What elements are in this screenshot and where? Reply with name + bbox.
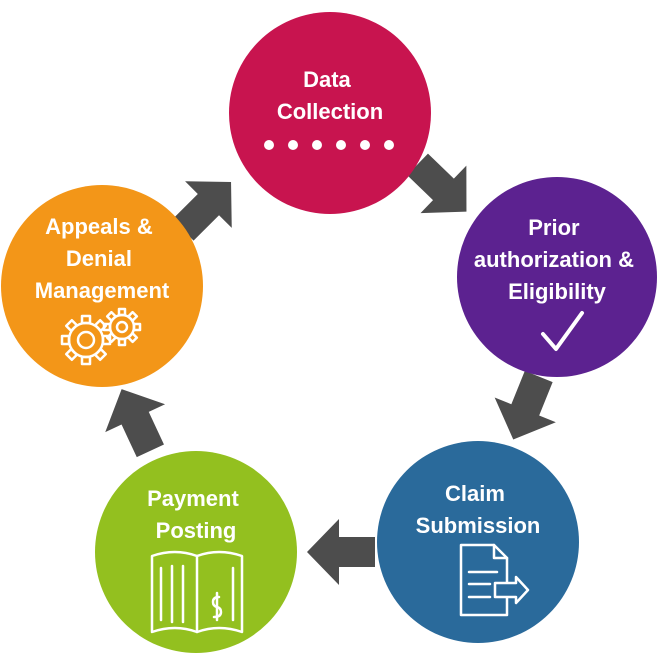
node-claim-submission: Claim Submission (377, 441, 579, 643)
node-appeals-denial: Appeals & Denial Management (1, 185, 203, 387)
check-icon (541, 311, 584, 351)
document-arrow-icon (459, 543, 530, 617)
node-label-line: Data (303, 67, 351, 92)
node-label-line: Submission (416, 513, 541, 538)
node-circle (1, 185, 203, 387)
node-label-line: Appeals & (45, 214, 153, 239)
node-data-collection: Data Collection (229, 12, 431, 214)
gears-icon (60, 307, 142, 366)
svg-text:Claim Submission: Claim Submission (416, 481, 541, 538)
node-label-line: Management (35, 278, 170, 303)
svg-text:Appeals & Denial M: Appeals & Denial Management (35, 214, 170, 303)
node-circle (229, 12, 431, 214)
node-label-line: Collection (277, 99, 383, 124)
arrow-payment-to-appeals (91, 375, 181, 465)
node-label-line: authorization & (474, 247, 634, 272)
node-label-line: Denial (66, 246, 132, 271)
node-circle (457, 177, 657, 377)
node-payment-posting: Payment Posting (95, 451, 297, 653)
node-label-line: Eligibility (508, 279, 607, 304)
node-circle (95, 451, 297, 653)
node-label-line: Prior (528, 215, 580, 240)
node-label-line: Payment (147, 486, 239, 511)
node-prior-authorization: Prior authorization & Eligibility (457, 177, 657, 377)
ledger-dollar-icon (150, 550, 244, 634)
dots-icon (264, 140, 394, 150)
svg-text:Prior authorization &: Prior authorization & Eligibility (474, 215, 640, 304)
node-circle (377, 441, 579, 643)
svg-text:Data Collection: Data Collection (277, 67, 383, 124)
node-label-line: Posting (156, 518, 237, 543)
node-label-line: Claim (445, 481, 505, 506)
arrow-claim-to-payment (307, 519, 375, 585)
svg-text:Payment Posting: Payment Posting (147, 486, 245, 543)
arrow-prior-to-claim (482, 364, 570, 452)
